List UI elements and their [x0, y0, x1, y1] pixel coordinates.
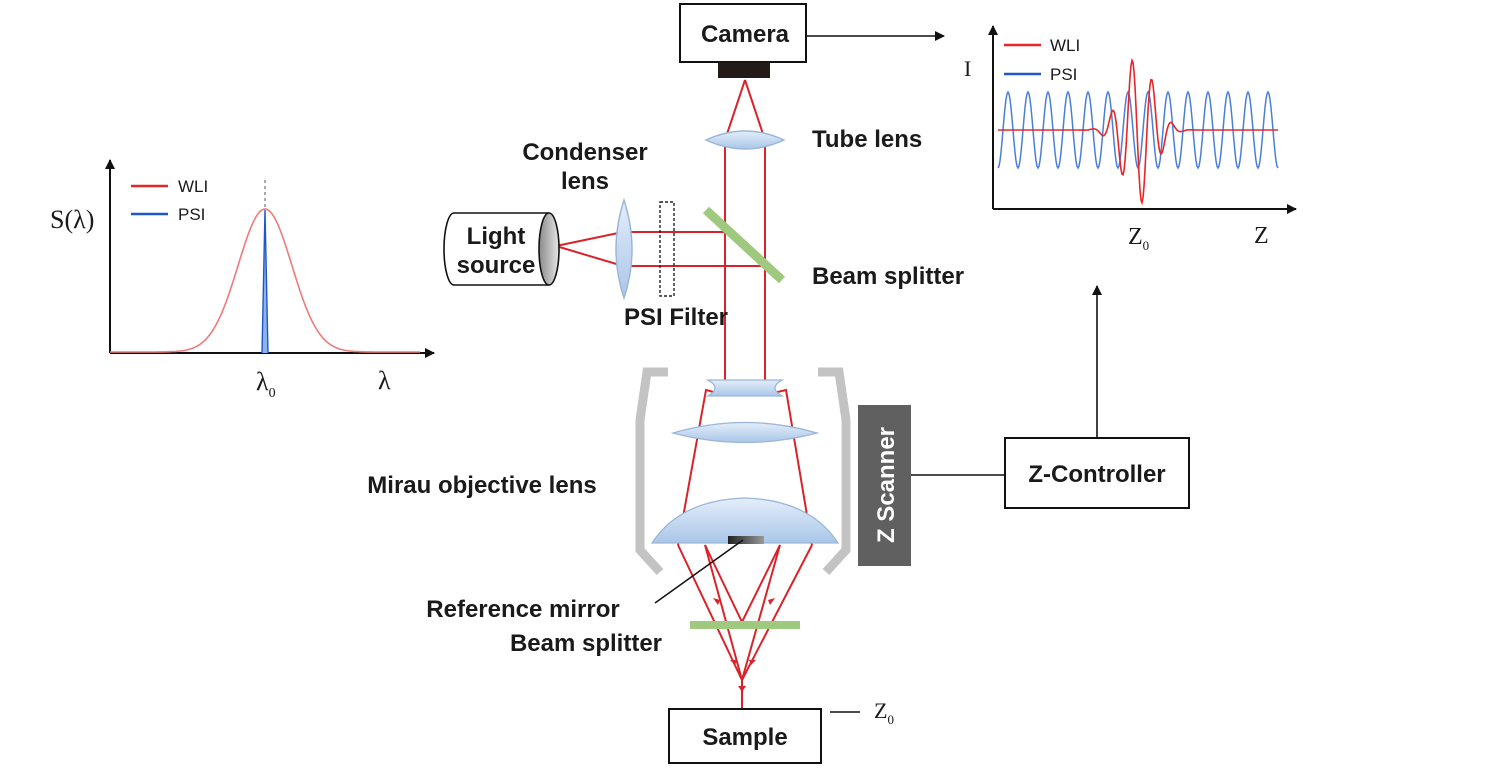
- spectrum-xlabel: λ: [378, 366, 391, 395]
- z-scanner: [858, 405, 911, 566]
- psi-filter: [659, 201, 675, 297]
- light-source-label-line1: Light: [467, 223, 526, 250]
- condenser-lens: [615, 197, 633, 301]
- intensity-xlabel: Z: [1254, 223, 1269, 249]
- reference-mirror-leader: [654, 539, 744, 604]
- objective-housing-right: [818, 367, 851, 576]
- z-controller-box: [1004, 437, 1190, 509]
- beam-splitter-top: [702, 206, 786, 284]
- camera-box: [679, 3, 807, 63]
- ray-arrowheads: [713, 598, 775, 692]
- z-scanner-label: Z Scanner: [873, 427, 900, 543]
- beam-splitter-top-label: Beam splitter: [812, 263, 964, 290]
- sample-box: [668, 708, 822, 764]
- reference-mirror-label: Reference mirror: [426, 596, 619, 623]
- z-controller-label: Z-Controller: [1028, 461, 1165, 488]
- mirau-objective-label: Mirau objective lens: [367, 472, 596, 499]
- spectrum-wli-curve: [110, 208, 420, 353]
- objective-lens-2: [670, 421, 820, 444]
- camera: Camera: [679, 3, 807, 78]
- intensity-legend-wli: WLI: [1050, 36, 1080, 55]
- spectrum-plot: S(λ) λ λ0 WLI PSI: [50, 159, 435, 401]
- spectrum-legend-psi: PSI: [178, 205, 205, 224]
- light-source: Light source: [443, 212, 560, 286]
- camera-sensor: [718, 62, 770, 78]
- sample-label: Sample: [702, 724, 787, 751]
- condenser-lens-label-line2: lens: [561, 168, 609, 195]
- beam-splitter-bottom-label: Beam splitter: [510, 630, 662, 657]
- spectrum-center-tick: λ0: [256, 367, 276, 401]
- condenser-lens-label-line1: Condenser: [522, 139, 647, 166]
- sample-z0-label: Z0: [874, 698, 894, 727]
- intensity-plot: I Z Z0 WLI PSI: [964, 25, 1297, 253]
- reference-mirror: [728, 536, 764, 544]
- objective-lens-3: [650, 497, 840, 544]
- tube-lens: [704, 130, 786, 150]
- objective-lens-1: [705, 379, 785, 397]
- mirau-objective: [635, 367, 851, 629]
- intensity-ylabel: I: [964, 56, 971, 81]
- intensity-center-tick: Z0: [1128, 224, 1149, 253]
- light-source-label-line2: source: [457, 252, 536, 279]
- psi-filter-label: PSI Filter: [624, 304, 728, 331]
- objective-housing-left: [635, 367, 668, 576]
- intensity-legend-psi: PSI: [1050, 65, 1077, 84]
- camera-label: Camera: [701, 21, 790, 48]
- intensity-wli-curve: [998, 58, 1278, 206]
- tube-lens-label: Tube lens: [812, 126, 922, 153]
- spectrum-psi-line: [261, 209, 269, 354]
- spectrum-ylabel: S(λ): [50, 205, 94, 234]
- spectrum-legend-wli: WLI: [178, 177, 208, 196]
